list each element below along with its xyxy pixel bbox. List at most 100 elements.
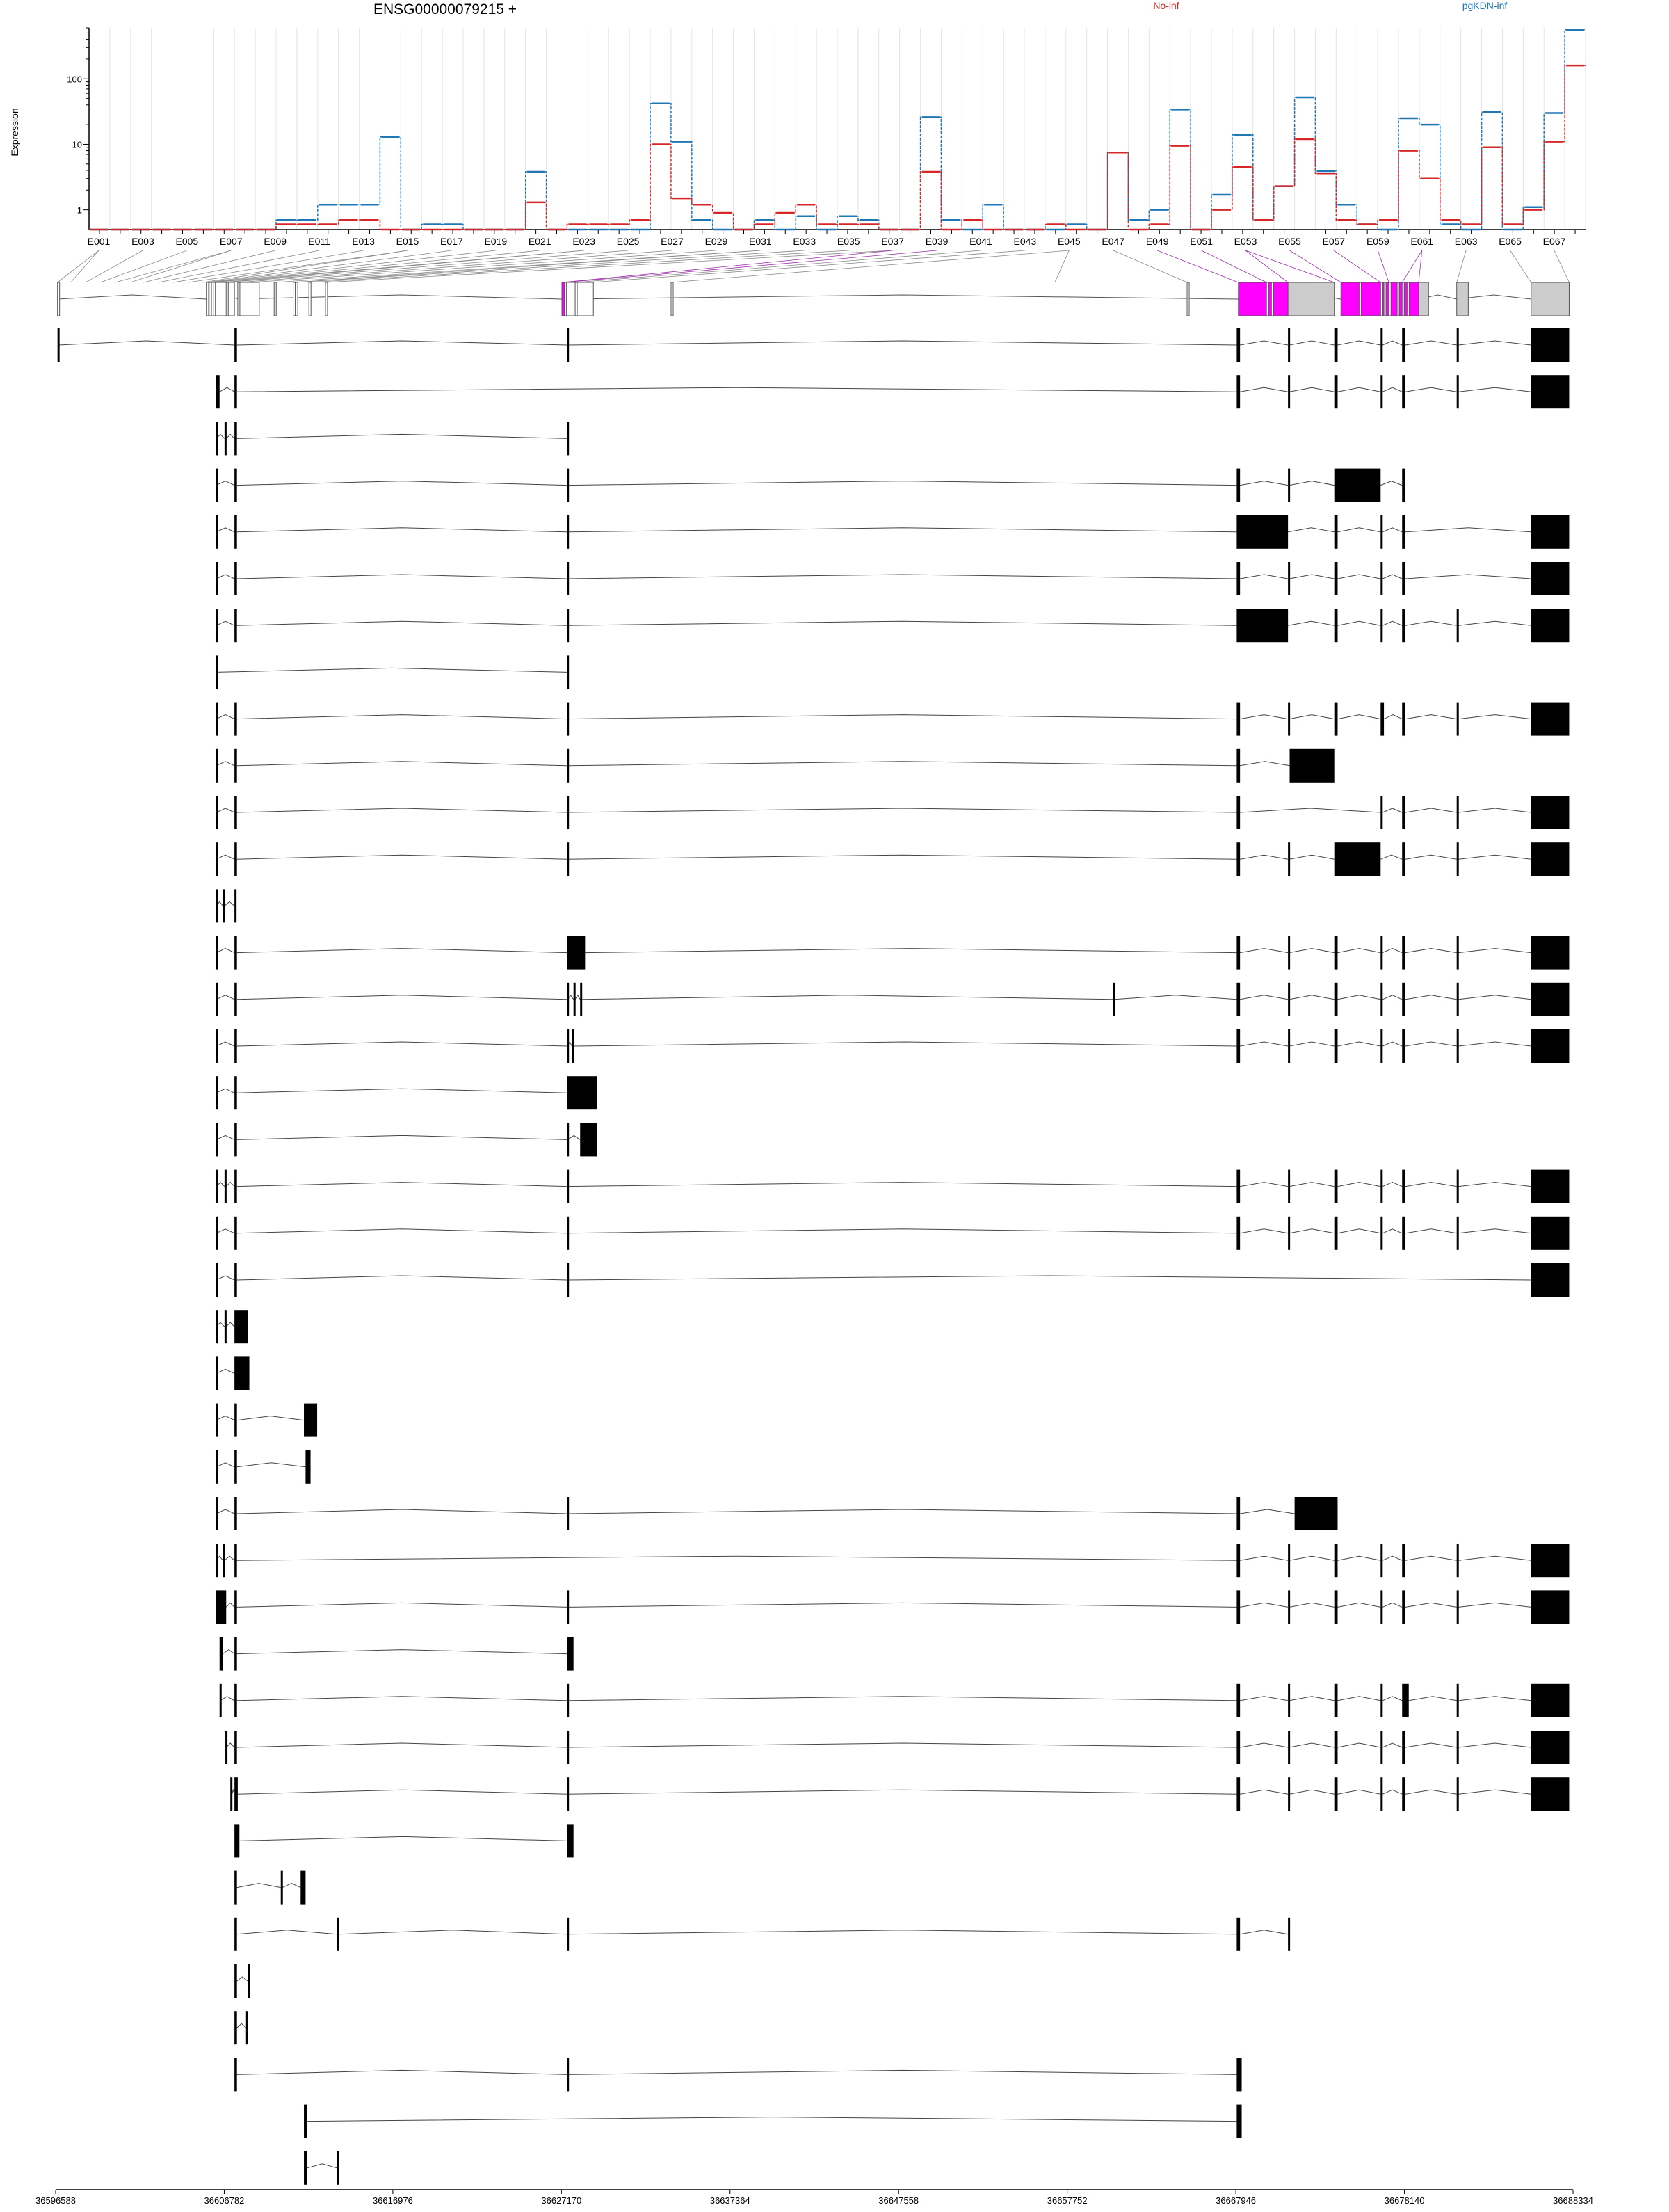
transcript-exon [234, 1216, 237, 1250]
exon-connector [562, 250, 893, 283]
transcript-intron [1240, 948, 1289, 954]
transcript-intron [236, 1228, 567, 1234]
transcript-intron [1337, 1602, 1381, 1608]
transcript-row [216, 842, 1570, 876]
exon-connector [223, 250, 584, 283]
transcript-exon [234, 2058, 237, 2092]
transcript-exon [216, 748, 218, 783]
transcript-exon [219, 1683, 222, 1717]
transcript-intron [1458, 620, 1531, 626]
model-exon-narrow [564, 282, 567, 316]
transcript-exon [1380, 936, 1383, 970]
transcript-exon [1456, 796, 1459, 829]
transcript-intron [236, 387, 1237, 392]
transcript-exon [1236, 1683, 1241, 1717]
transcript-exon [1380, 609, 1383, 643]
transcript-intron [1405, 1182, 1457, 1187]
exon-connector [1554, 250, 1570, 283]
transcript-exon [1236, 2058, 1242, 2092]
model-exon-narrow [308, 282, 312, 316]
transcript-exon [1334, 842, 1381, 876]
genomic-tick-label: 36606782 [204, 2195, 245, 2206]
transcript-intron [1240, 1041, 1289, 1047]
transcript-exon [234, 515, 237, 549]
transcript-intron [236, 481, 567, 486]
transcript-exon [1334, 982, 1338, 1016]
transcript-intron [239, 1836, 567, 1841]
transcript-intron [1405, 340, 1457, 346]
transcript-intron [567, 1602, 1237, 1608]
transcript-intron [1458, 1041, 1531, 1047]
model-exon-narrow [574, 282, 578, 316]
transcript-intron [567, 854, 1237, 860]
transcript-intron [1458, 854, 1531, 860]
transcript-exon [1334, 515, 1338, 549]
exon-connector [115, 250, 232, 283]
transcript-exon [1402, 375, 1405, 409]
transcript-exon [1402, 982, 1405, 1016]
exon-connector [173, 250, 364, 283]
transcript-row [225, 1731, 1570, 1764]
transcript-intron [1382, 1228, 1403, 1234]
transcript-exon [234, 1731, 237, 1764]
transcript-exon [1236, 1731, 1241, 1764]
transcript-intron [307, 2163, 337, 2169]
transcript-intron [1337, 1182, 1381, 1187]
transcript-intron [1383, 714, 1403, 720]
transcript-exon [1456, 609, 1459, 643]
transcript-exon [1288, 1917, 1291, 1951]
transcript-exon [216, 1169, 218, 1203]
transcript-exon [1380, 982, 1383, 1016]
transcript-exon [216, 1029, 218, 1063]
transcript-intron [567, 620, 1237, 626]
transcript-intron [1382, 948, 1403, 954]
transcript-intron [216, 481, 235, 486]
exon-label: E029 [705, 236, 728, 247]
transcript-intron [1240, 995, 1289, 1000]
transcript-exon [567, 842, 570, 876]
transcript-row [216, 1263, 1570, 1297]
transcript-exon [216, 1123, 218, 1157]
exon-label: E045 [1058, 236, 1081, 247]
transcript-exon [1531, 1169, 1570, 1203]
transcript-exon [234, 422, 237, 456]
transcript-row [216, 748, 1335, 783]
y-tick-label: 100 [67, 74, 82, 84]
genomic-tick-label: 36657752 [1047, 2195, 1088, 2206]
transcript-intron [1382, 1696, 1403, 1701]
transcript-exon [1402, 842, 1405, 876]
exon-label: E039 [926, 236, 949, 247]
transcript-intron [1458, 1696, 1531, 1701]
transcript-exon [1288, 468, 1291, 502]
transcript-intron [236, 1416, 305, 1421]
transcript-exon [1334, 562, 1338, 595]
exon-connector [85, 250, 143, 283]
transcript-intron [567, 1182, 1237, 1187]
transcript-intron [1240, 1789, 1289, 1795]
transcript-exon [1288, 328, 1291, 362]
transcript-intron [1240, 854, 1289, 860]
transcript-exon [304, 1403, 318, 1437]
transcript-exon [1531, 796, 1570, 829]
transcript-intron [1408, 1696, 1457, 1701]
transcript-exon [1531, 1731, 1570, 1764]
transcript-intron [1240, 387, 1289, 392]
transcript-exon [1402, 1216, 1405, 1250]
transcript-intron [1458, 1602, 1531, 1608]
transcript-exon [234, 1123, 237, 1157]
transcript-intron [567, 1135, 581, 1140]
model-exon-narrow [293, 282, 296, 316]
transcript-intron [216, 808, 235, 813]
transcript-exon [1402, 1169, 1405, 1203]
exon-connector [1157, 250, 1239, 283]
transcript-exon [567, 982, 570, 1016]
transcript-intron [1288, 527, 1335, 533]
exon-connector [1456, 250, 1467, 283]
exon-label: E065 [1499, 236, 1522, 247]
transcript-intron [1458, 948, 1531, 954]
exon-label: E013 [352, 236, 375, 247]
transcript-intron [1458, 1742, 1531, 1748]
exon-connector [202, 250, 408, 283]
transcript-row [304, 2104, 1242, 2138]
transcript-intron [216, 1462, 235, 1468]
